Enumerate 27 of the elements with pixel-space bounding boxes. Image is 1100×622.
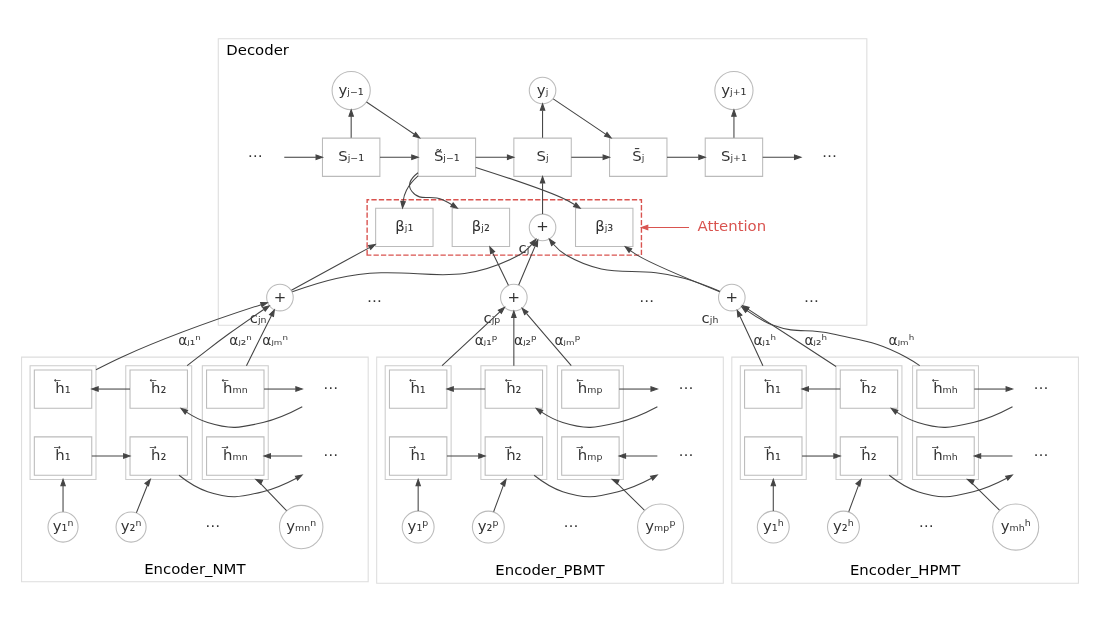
node-label: cⱼ: [518, 238, 530, 257]
label: …: [804, 287, 819, 306]
node-text: ⋯: [323, 445, 339, 464]
label: ⋯: [918, 517, 934, 536]
edge-label: αⱼₘⁿ: [262, 331, 288, 348]
node-text: ⋯: [822, 147, 838, 166]
node-text: ⋯: [248, 147, 263, 166]
edge-label: αⱼₘᵖ: [554, 331, 581, 348]
edge-label: αⱼ₁ʰ: [753, 331, 777, 348]
label: …: [639, 287, 655, 306]
edge-label: αⱼ₂ⁿ: [229, 331, 252, 348]
node-text: ⋯: [323, 378, 339, 397]
label: ⋯: [205, 517, 221, 536]
edge-label: αⱼ₂ᵖ: [514, 331, 538, 348]
node-text: ⋯: [678, 378, 694, 397]
node-text: ⋯: [1033, 445, 1049, 464]
edge-label: αⱼ₁ᵖ: [474, 331, 498, 348]
node-label: cⱼₙ: [249, 308, 267, 327]
edge-label: αⱼ₂ʰ: [804, 331, 828, 348]
edge-label: αⱼ₁ⁿ: [178, 331, 201, 348]
label: ⋯: [563, 517, 579, 536]
label: …: [367, 287, 382, 306]
node-text: ⋯: [1033, 378, 1049, 397]
node-label: cⱼₕ: [701, 308, 719, 327]
edge-label: αⱼₘʰ: [888, 331, 915, 348]
node-text: Attention: [697, 217, 767, 236]
node-text: ⋯: [678, 445, 694, 464]
